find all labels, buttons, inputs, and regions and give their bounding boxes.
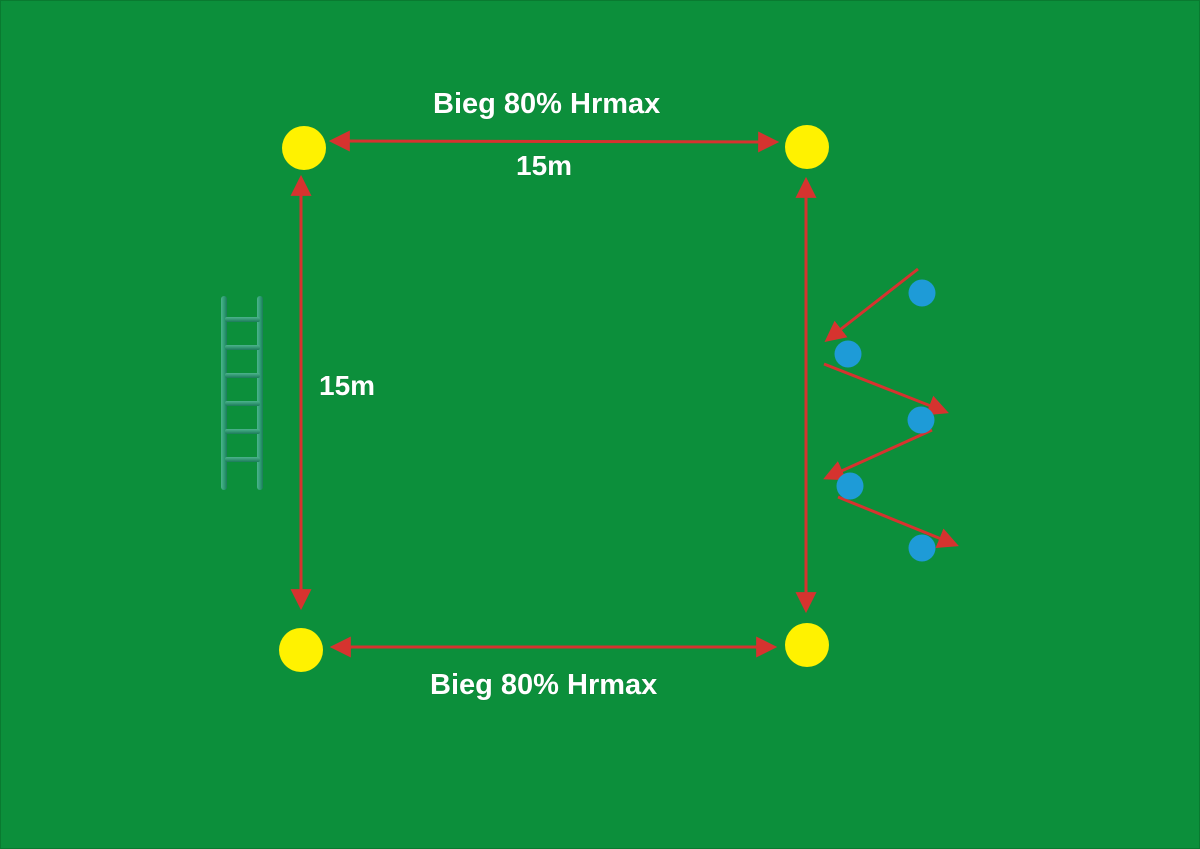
corner-cones — [279, 125, 829, 672]
slalom-arrows — [823, 267, 959, 549]
slalom-markers — [834, 279, 936, 562]
slalom-arrow-1 — [824, 267, 919, 342]
blue-cone-icon — [907, 406, 935, 434]
slalom-arrow-2 — [823, 362, 949, 416]
top-arrow — [328, 130, 780, 153]
yellow-cone-icon — [282, 126, 326, 170]
yellow-cone-icon — [785, 623, 829, 667]
ladder-right-rail — [257, 296, 263, 490]
ladder-rung — [225, 401, 260, 406]
ladder-rung — [225, 457, 260, 462]
slalom-arrow-3 — [823, 428, 933, 481]
agility-ladder-icon — [221, 296, 263, 490]
blue-cone-icon — [908, 279, 936, 307]
top-run-label: Bieg 80% Hrmax — [433, 88, 661, 120]
slalom-arrow-4 — [837, 495, 959, 549]
ladder-rung — [225, 345, 260, 350]
bottom-run-label: Bieg 80% Hrmax — [430, 669, 658, 701]
left-distance-label: 15m — [319, 370, 376, 401]
top-distance-label: 15m — [516, 150, 573, 181]
blue-cone-icon — [836, 472, 864, 500]
ladder-rung — [225, 317, 260, 322]
square-arrows — [290, 130, 817, 658]
blue-cone-icon — [908, 534, 936, 562]
yellow-cone-icon — [785, 125, 829, 169]
ladder-rung — [225, 429, 260, 434]
blue-cone-icon — [834, 340, 862, 368]
ladder-left-rail — [221, 296, 227, 490]
yellow-cone-icon — [279, 628, 323, 672]
ladder-rung — [225, 373, 260, 378]
